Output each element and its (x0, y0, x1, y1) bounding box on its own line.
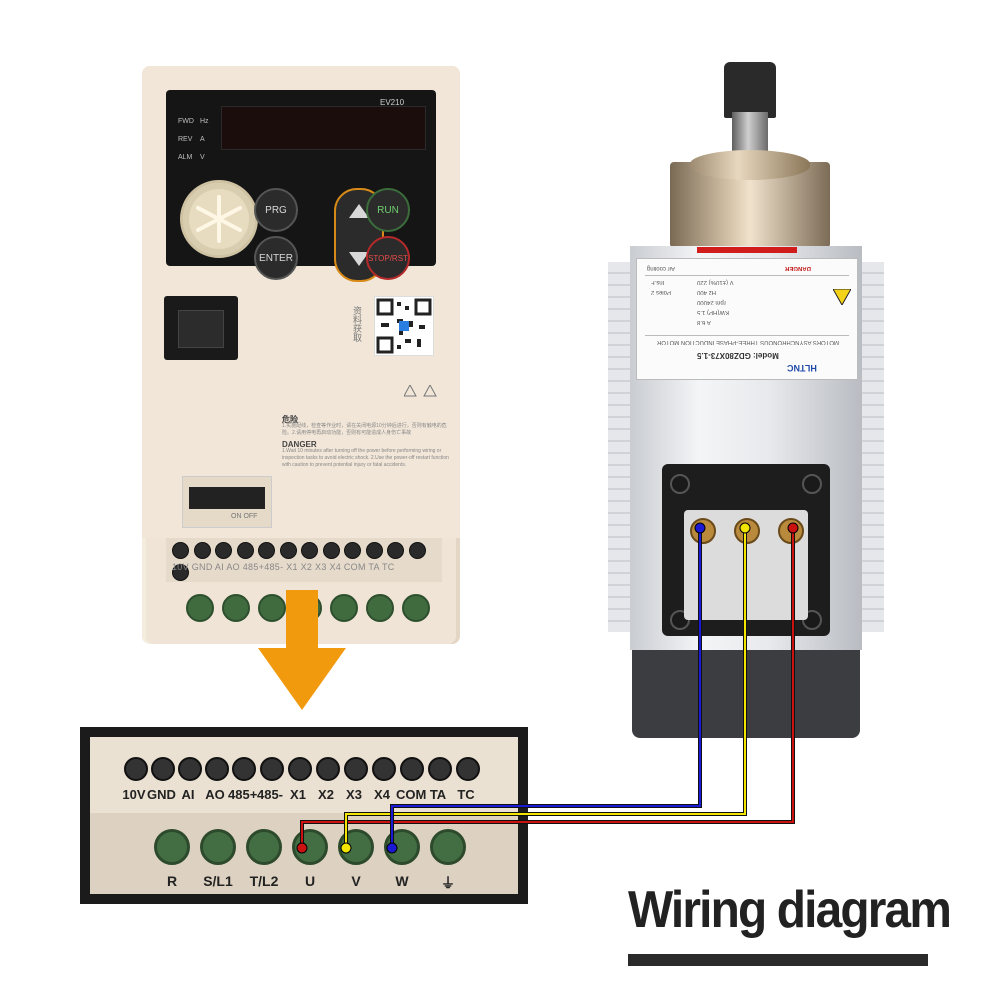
enter-button[interactable]: ENTER (254, 236, 298, 280)
power-terminal-label: U (304, 873, 316, 889)
control-terminal-label: X4 (374, 787, 390, 802)
control-terminal-label: TC (457, 787, 475, 802)
warning-en-body: 1.Wait 10 minutes after turning off the … (282, 448, 449, 468)
warning-cn-title: 危险 (282, 415, 298, 424)
power-terminal-screw (246, 829, 282, 865)
power-terminal-screw (430, 829, 466, 865)
power-terminal-label: R (166, 873, 178, 889)
control-terminal-screw (151, 757, 175, 781)
control-terminal-label: AO (205, 787, 225, 802)
dip-switches[interactable] (189, 487, 265, 509)
control-terminal-label: X2 (318, 787, 334, 802)
inverter-model-label: EV210 (380, 98, 405, 107)
prg-button[interactable]: PRG (254, 188, 298, 232)
high-voltage-icon (832, 288, 852, 310)
up-arrow-icon[interactable] (349, 204, 369, 218)
control-terminal-screw (316, 757, 340, 781)
unit-v: V (200, 154, 205, 161)
control-terminal-screw (260, 757, 284, 781)
wire-outline (390, 528, 702, 848)
control-terminal-label: X3 (346, 787, 362, 802)
warning-cn-body: 1.实施配线，检查等作业时，请在关闭电源10分钟后进行，否则有触电的危险。2.请… (282, 423, 447, 436)
control-terminal-screw (288, 757, 312, 781)
speed-knob[interactable] (180, 180, 258, 258)
stop-reset-button[interactable]: STOP/RST (366, 236, 410, 280)
control-terminal-screw (400, 757, 424, 781)
indicator-rev: REV (178, 136, 193, 143)
wire-v (345, 528, 746, 848)
control-terminal-screw (372, 757, 396, 781)
power-terminal-label: W (395, 873, 409, 889)
power-terminal-label: ⏚ (441, 875, 455, 891)
control-terminal-label: GND (147, 787, 176, 802)
control-terminal-label: TA (429, 787, 447, 802)
inverter-led-display (221, 106, 426, 150)
power-terminal-label: V (351, 873, 361, 889)
control-terminal-screw (205, 757, 229, 781)
control-terminal-label: AI (181, 787, 195, 802)
control-terminal-screws (172, 542, 436, 581)
wire-end-w (694, 522, 706, 534)
control-terminal-label: X1 (290, 787, 306, 802)
qr-code (374, 296, 434, 356)
junction-screw-icon (670, 474, 690, 494)
orange-arrow-icon (286, 590, 318, 650)
power-terminal-label: T/L2 (249, 873, 279, 889)
inverter-keypad-panel: EV210 FWD REV ALM Hz A V PRG ENTER RUN S… (166, 90, 436, 282)
warning-text-block: 危险 1.实施配线，检查等作业时，请在关闭电源10分钟后进行，否则有触电的危险。… (282, 416, 452, 469)
control-terminal-screw (428, 757, 452, 781)
power-terminal-screw (200, 829, 236, 865)
motor-collet-nut (724, 62, 776, 118)
unit-hz: Hz (200, 118, 209, 125)
control-terminal-label: 10V (122, 787, 146, 802)
rj45-socket (178, 310, 224, 348)
control-terminal-screw (232, 757, 256, 781)
rotation-arrow-icon (697, 247, 797, 253)
control-terminal-screw (178, 757, 202, 781)
wire-outline (344, 528, 747, 848)
control-terminal-label: 485+ (228, 787, 258, 802)
wire-w (391, 528, 701, 848)
control-terminal-label: COM (396, 787, 427, 802)
control-terminal-screw (124, 757, 148, 781)
indicator-alm: ALM (178, 154, 193, 161)
wire-outline (300, 528, 795, 848)
warning-en-title: DANGER (282, 440, 317, 449)
warning-triangle-icons (403, 383, 444, 402)
power-terminal-label: S/L1 (203, 873, 233, 889)
wire-dot-w (386, 842, 398, 854)
wire-dot-u (296, 842, 308, 854)
control-terminal-screw (344, 757, 368, 781)
page-title: Wiring diagram (628, 881, 952, 939)
wire-end-u (787, 522, 799, 534)
dip-label: ON OFF (231, 513, 258, 520)
wire-end-v (739, 522, 751, 534)
control-terminal-label: 485- (256, 787, 284, 802)
run-button[interactable]: RUN (366, 188, 410, 232)
down-arrow-icon[interactable] (349, 252, 369, 266)
motor-nameplate: DANGER Air cooling V (±10%) 220 Hz 400 r… (636, 247, 858, 380)
motor-collar (690, 150, 810, 180)
wire-dot-v (340, 842, 352, 854)
orange-arrow-head-icon (258, 648, 346, 710)
dip-switch-block: ON OFF (182, 476, 272, 528)
wire-u (301, 528, 794, 848)
keypad-port (164, 296, 238, 360)
junction-screw-icon (802, 474, 822, 494)
control-terminal-screw (456, 757, 480, 781)
qr-caption: 资料获取 (352, 306, 362, 342)
motor-shaft (732, 112, 768, 156)
title-underline (628, 954, 928, 966)
control-terminal-labels-small: 10V GND AI AO 485+485- X1 X2 X3 X4 COM T… (172, 562, 395, 572)
indicator-fwd: FWD (178, 118, 194, 125)
unit-a: A (200, 136, 205, 143)
power-terminal-screw (154, 829, 190, 865)
